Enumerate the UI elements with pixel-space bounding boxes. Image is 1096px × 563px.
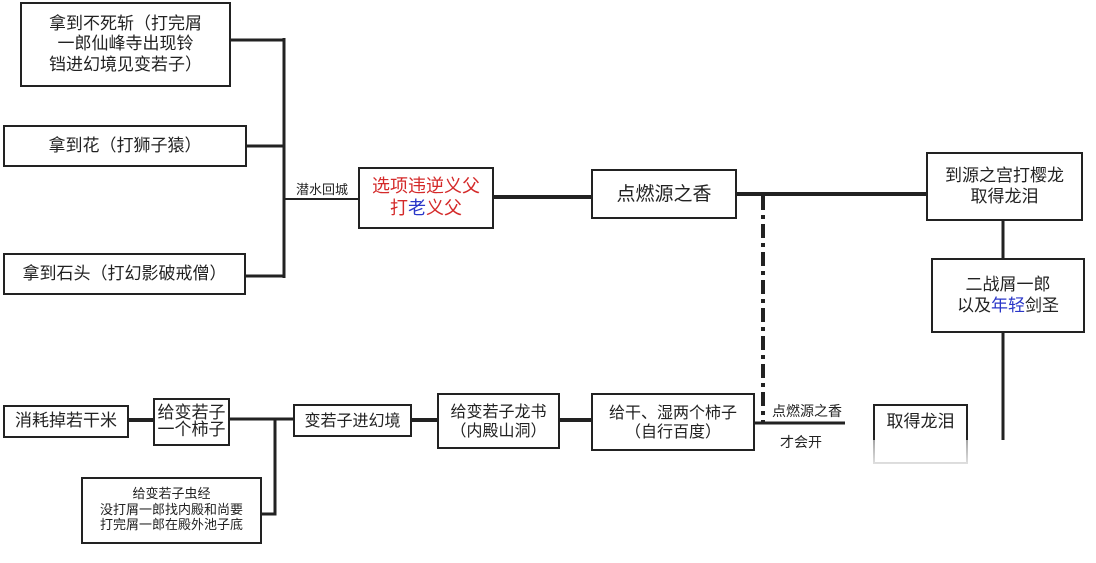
node-two-persimmons: 给干、湿两个柿子 （自行百度） [591, 393, 755, 451]
node-stone: 拿到石头（打幻影破戒僧） [3, 253, 246, 295]
label-dive: 潜水回城 [296, 183, 349, 198]
node-light-incense: 点燃源之香 [591, 169, 737, 219]
node-defy-father: 选项违逆义父 打老义父 [358, 167, 494, 229]
node-consume-rice: 消耗掉若干米 [3, 405, 129, 438]
node-undying-blade: 拿到不死斩（打完屑 一郎仙峰寺出现铃 铛进幻境见变若子） [20, 2, 231, 87]
node-insect-scroll: 给变若子虫经 没打屑一郎找内殿和尚要 打完屑一郎在殿外池子底 [81, 477, 262, 544]
node-give-persimmon: 给变若子 一个柿子 [153, 398, 230, 446]
label-light-incense: 点燃源之香 [772, 404, 842, 420]
faded-region [845, 440, 1096, 563]
label-only-then-opens: 才会开 [780, 435, 822, 451]
node-enter-illusion: 变若子进幻境 [293, 404, 412, 437]
node-flower: 拿到花（打狮子猿） [3, 125, 247, 167]
connector [229, 417, 293, 516]
node-dragon-book: 给变若子龙书 （内殿山洞） [437, 393, 560, 449]
connector [230, 38, 286, 278]
node-genichiro-sword-saint: 二战屑一郎 以及年轻剑圣 [931, 258, 1085, 333]
node-sakura-dragon: 到源之宫打樱龙 取得龙泪 [926, 152, 1083, 221]
